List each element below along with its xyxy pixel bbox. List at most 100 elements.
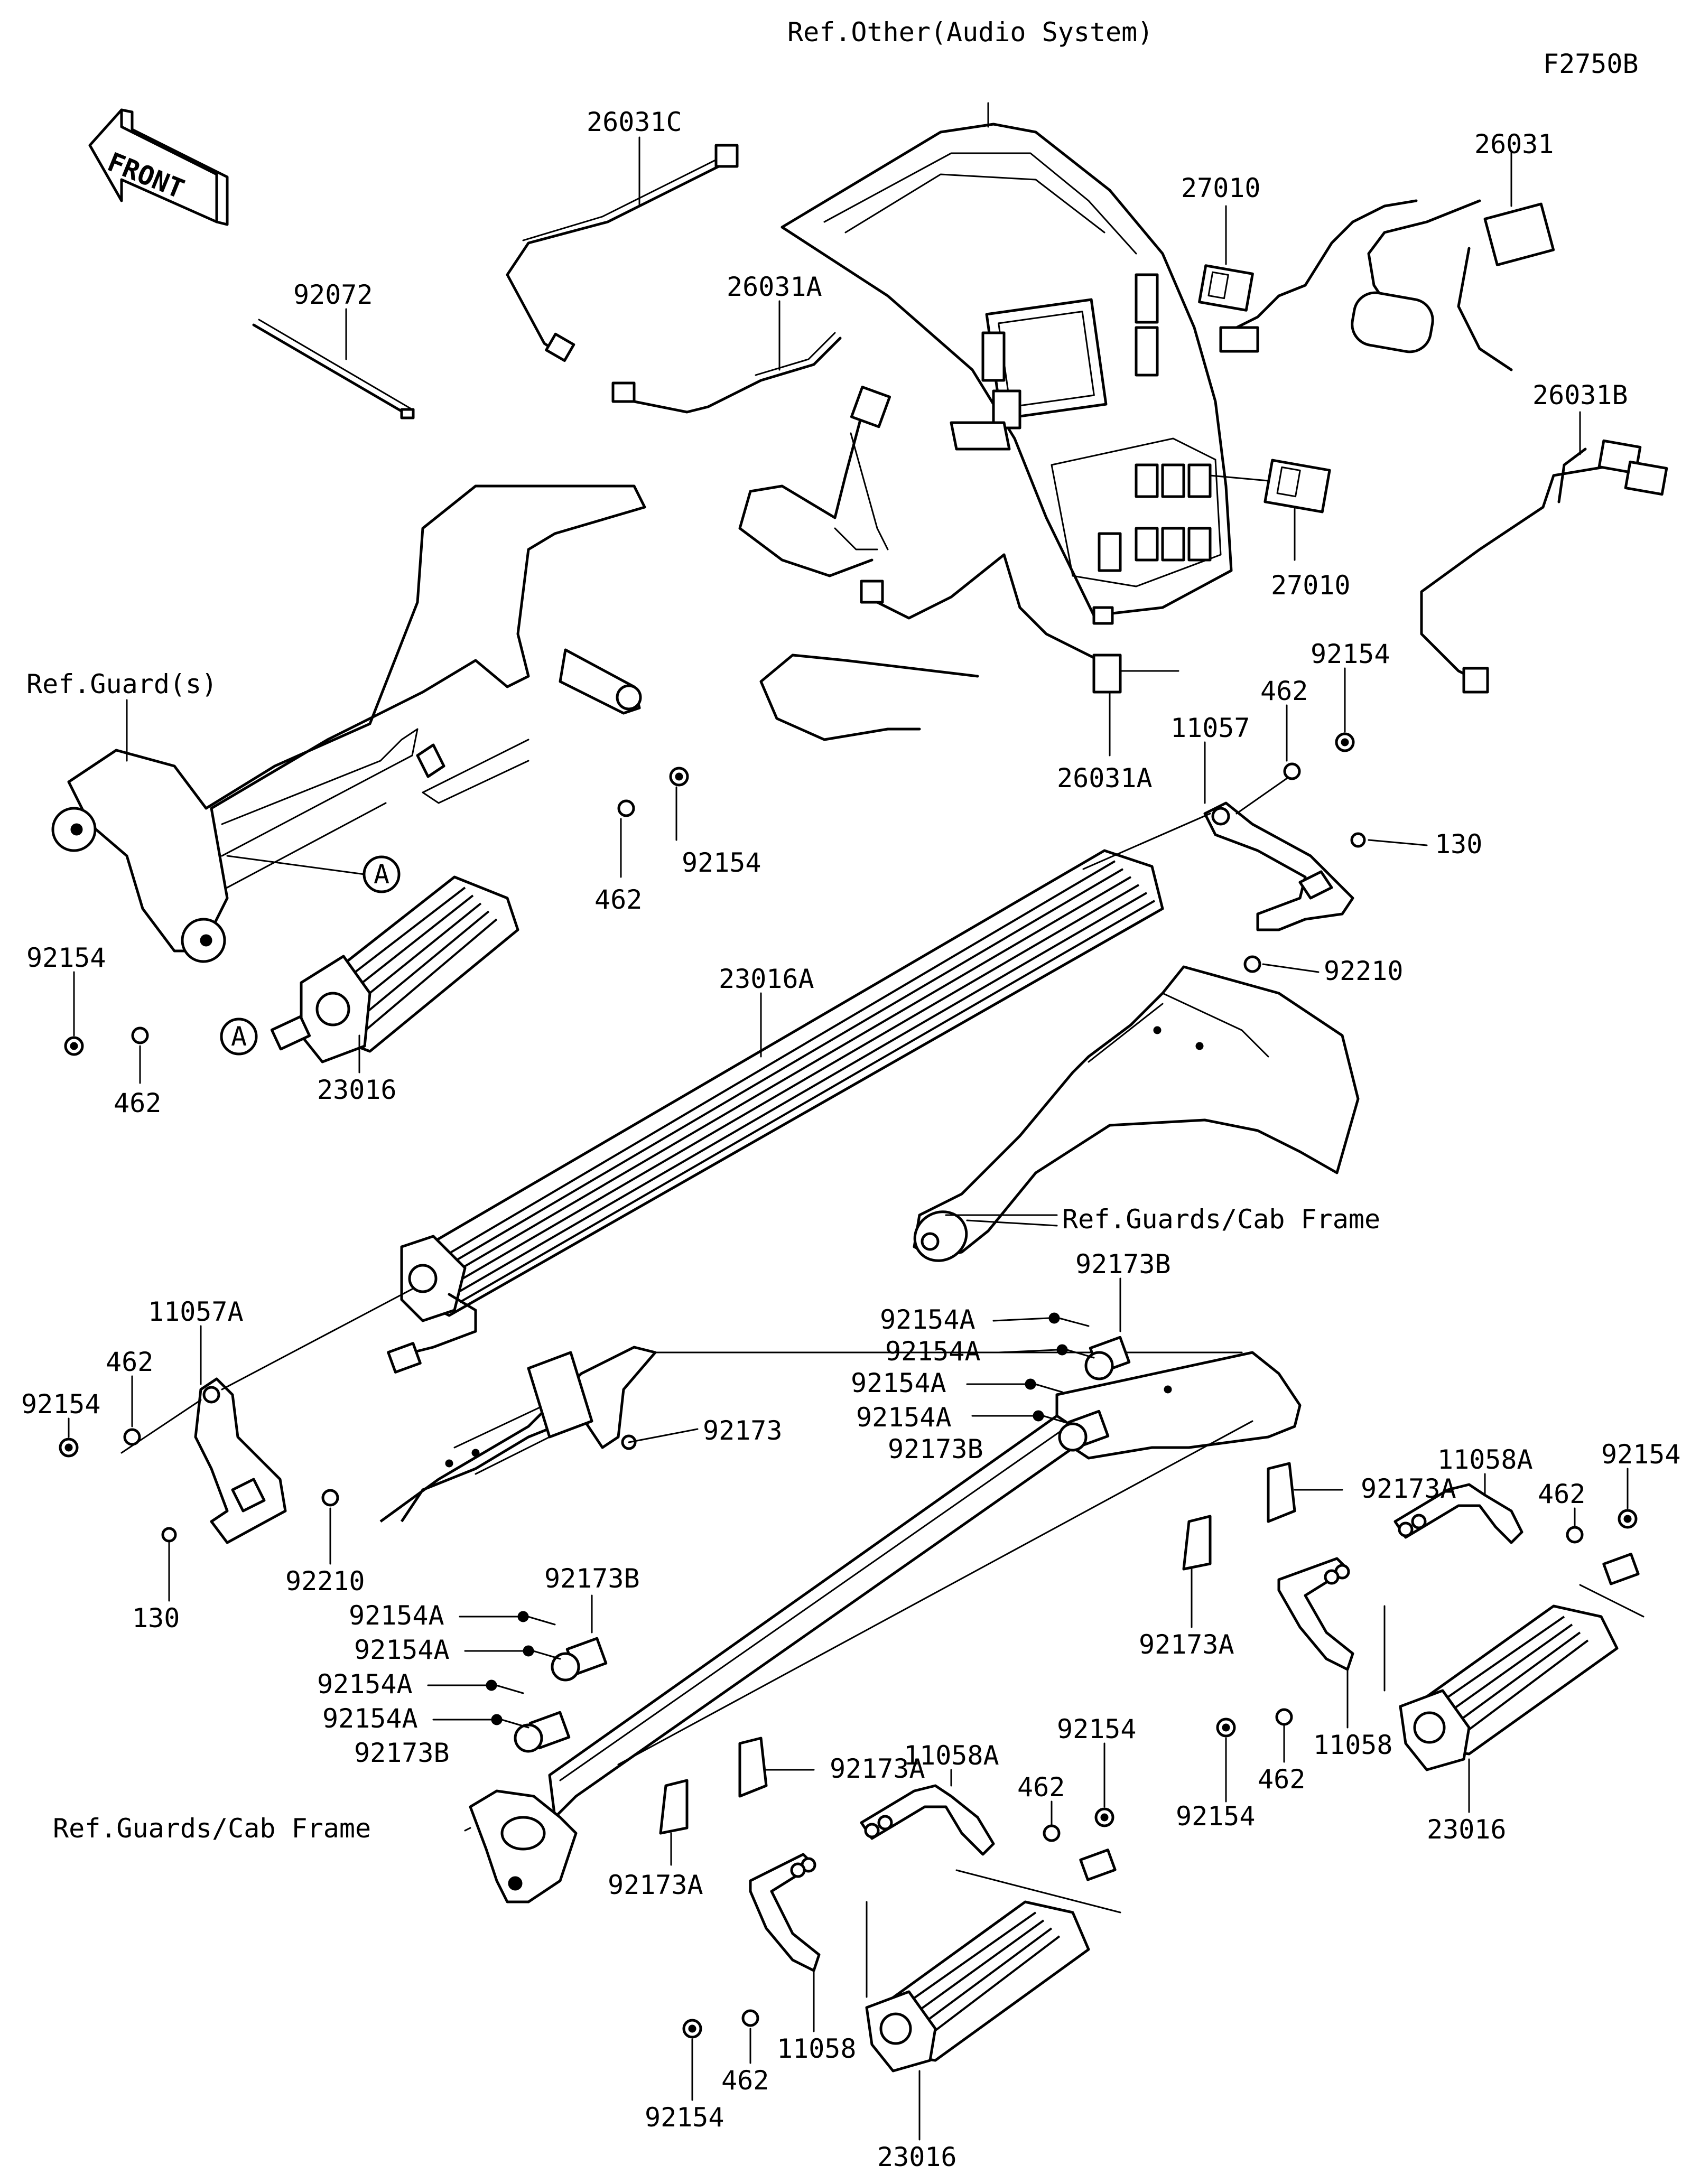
harness-26031B xyxy=(1420,411,1668,694)
guard-frame-left xyxy=(51,484,646,963)
label-92154A-3: 92154A xyxy=(851,1368,946,1398)
label-92173A-4: 92173A xyxy=(608,1870,703,1900)
cab-frame-lower-left xyxy=(469,1420,1253,1903)
ref-cab-frame-lower-label: Ref.Guards/Cab Frame xyxy=(53,1813,371,1844)
label-92210-l: 92210 xyxy=(285,1566,365,1597)
bracket-11058-right xyxy=(1277,1557,1354,1671)
label-92154-r1: 92154 xyxy=(1311,639,1390,669)
label-92154-r3: 92154 xyxy=(1176,1801,1256,1832)
label-92154A-7: 92154A xyxy=(317,1669,413,1700)
label-92154A-6: 92154A xyxy=(354,1635,450,1665)
diagram-id-label: F2750B xyxy=(1543,49,1639,79)
label-92173B-4: 92173B xyxy=(354,1738,450,1768)
light-bar-23016-right xyxy=(1383,1553,1644,1771)
harness-26031 xyxy=(1219,150,1555,371)
label-11057A: 11057A xyxy=(148,1296,244,1327)
label-92154-b2: 92154 xyxy=(645,2102,724,2133)
label-23016-l: 23016 xyxy=(317,1075,397,1105)
label-462-r3: 462 xyxy=(1258,1764,1305,1795)
label-92154-r2: 92154 xyxy=(1601,1439,1681,1470)
bolt-set-92154A-lower xyxy=(427,1611,561,1729)
label-462-r1: 462 xyxy=(1260,676,1308,706)
clip-92173A-upper-2 xyxy=(1182,1515,1212,1628)
label-462-lm: 462 xyxy=(106,1347,153,1377)
label-92154A-1: 92154A xyxy=(880,1304,975,1335)
harness-26031A-top xyxy=(611,332,891,577)
clip-92173B-lower-1 xyxy=(551,1594,608,1682)
label-92210-r: 92210 xyxy=(1324,956,1404,986)
svg-text:A: A xyxy=(374,859,389,890)
label-92154A-5: 92154A xyxy=(349,1600,444,1631)
bracket-11058A-bottom xyxy=(860,1784,995,1856)
label-11058A-r: 11058A xyxy=(1437,1444,1533,1475)
clip-92173A-upper-1 xyxy=(1267,1462,1343,1523)
label-26031A-mid: 26031A xyxy=(1057,763,1153,794)
label-462-l: 462 xyxy=(114,1088,161,1118)
label-92173B-1: 92173B xyxy=(1075,1249,1171,1280)
label-92173A-2: 92173A xyxy=(1139,1629,1234,1660)
label-26031: 26031 xyxy=(1474,129,1554,160)
ref-guards-label: Ref.Guard(s) xyxy=(26,669,217,699)
label-23016A: 23016A xyxy=(719,964,814,994)
label-23016-r: 23016 xyxy=(1427,1814,1507,1845)
label-92154-b1: 92154 xyxy=(1057,1714,1137,1744)
label-130-r: 130 xyxy=(1435,829,1482,860)
clip-92173B-upper-1 xyxy=(1084,1277,1131,1380)
label-92072: 92072 xyxy=(293,279,373,310)
light-bar-23016A xyxy=(387,849,1164,1374)
bracket-11058-bottom xyxy=(749,1853,821,1972)
label-26031A-top: 26031A xyxy=(727,272,822,302)
bracket-11058A-right xyxy=(1393,1483,1523,1544)
fastener-icons xyxy=(59,732,1638,2039)
label-92154A-8: 92154A xyxy=(322,1703,418,1734)
label-462-b2: 462 xyxy=(721,2065,769,2096)
label-462-b1: 462 xyxy=(1017,1772,1065,1803)
light-bar-23016-bottom xyxy=(865,1849,1121,2073)
harness-26031A-mid xyxy=(759,553,1179,757)
label-92173A-1: 92173A xyxy=(1361,1473,1456,1504)
label-92173: 92173 xyxy=(703,1415,783,1446)
bracket-11057 xyxy=(1082,776,1354,931)
harness-26031C xyxy=(506,144,739,362)
label-92154A-4: 92154A xyxy=(856,1402,952,1433)
callout-marker-a-top: A xyxy=(226,855,401,893)
label-92154-ml: 92154 xyxy=(682,847,761,878)
cab-frame-lower-mid xyxy=(379,1346,1243,1523)
switch-27010-bottom xyxy=(1209,459,1331,561)
light-bar-23016-left xyxy=(270,875,519,1063)
clip-92173A-lower-2 xyxy=(659,1779,689,1866)
label-11058-r: 11058 xyxy=(1313,1730,1393,1760)
ref-audio-system-label: Ref.Other(Audio System) xyxy=(787,17,1153,48)
front-arrow-icon: FRONT xyxy=(88,108,229,226)
ref-cab-frame-upper-label: Ref.Guards/Cab Frame xyxy=(1062,1204,1380,1235)
zip-tie-92072 xyxy=(252,319,415,419)
bracket-11057A xyxy=(120,1288,413,1544)
part-labels: 26031C 92072 26031A 27010 26031 26031B 2… xyxy=(21,107,1681,2172)
svg-text:A: A xyxy=(231,1021,247,1052)
clip-92173A-lower-1 xyxy=(738,1737,815,1798)
label-26031C: 26031C xyxy=(587,107,682,137)
clip-92173B-lower-2 xyxy=(514,1711,571,1753)
label-92154-lm: 92154 xyxy=(21,1389,101,1420)
label-11057: 11057 xyxy=(1170,713,1250,743)
label-11058A-b: 11058A xyxy=(904,1740,999,1771)
label-92173B-3: 92173B xyxy=(544,1563,640,1594)
label-92154A-2: 92154A xyxy=(885,1336,981,1367)
callout-marker-a-bottom: A xyxy=(220,1018,258,1056)
switch-27010-top xyxy=(1198,205,1254,312)
label-92173B-2: 92173B xyxy=(888,1434,983,1464)
label-462-r2: 462 xyxy=(1538,1479,1585,1509)
label-23016-b: 23016 xyxy=(877,2142,957,2172)
label-27010-bottom: 27010 xyxy=(1271,570,1351,601)
label-26031B: 26031B xyxy=(1532,380,1628,410)
leader-lines xyxy=(68,136,1629,2141)
clip-92173B-upper-2 xyxy=(1058,1410,1110,1452)
label-130-l: 130 xyxy=(132,1603,180,1634)
label-462-ml: 462 xyxy=(594,884,642,915)
audio-console-panel xyxy=(781,102,1233,625)
frame-rail-right xyxy=(548,1351,1302,1819)
bolt-set-92154A-upper xyxy=(966,1312,1095,1425)
label-92173A-3: 92173A xyxy=(830,1753,925,1784)
